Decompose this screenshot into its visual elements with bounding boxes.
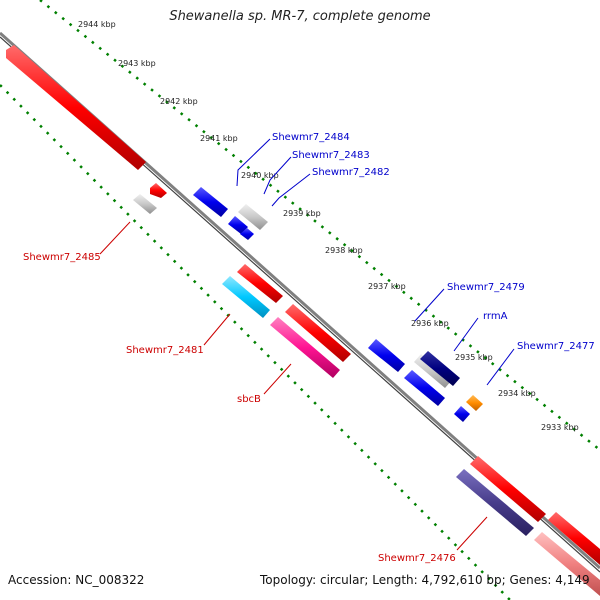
gene-small-red-1[interactable] — [150, 183, 167, 198]
gene-label-shewmr7-2485[interactable]: Shewmr7_2485 — [23, 252, 101, 263]
gene-red-mid[interactable] — [285, 304, 351, 362]
callout-line — [453, 317, 479, 352]
callout-line — [456, 516, 488, 551]
kbp-label: 2936 kbp — [411, 319, 449, 328]
gene-shewmr7-2476[interactable] — [456, 469, 534, 536]
map-title: Shewanella sp. MR-7, complete genome — [169, 9, 431, 24]
gene-label-shewmr7-2483[interactable]: Shewmr7_2483 — [292, 150, 370, 161]
gene-label-shewmr7-2476[interactable]: Shewmr7_2476 — [378, 553, 456, 564]
kbp-label: 2937 kbp — [368, 282, 406, 291]
gene-red-lower[interactable] — [470, 456, 546, 522]
gene-shewmr7-2477[interactable] — [466, 395, 483, 411]
callout-line — [486, 348, 515, 386]
kbp-label: 2939 kbp — [283, 209, 321, 218]
gene-shewmr7-2486[interactable] — [6, 45, 146, 170]
kbp-label: 2938 kbp — [325, 246, 363, 255]
gene-label-shewmr7-2481[interactable]: Shewmr7_2481 — [126, 345, 204, 356]
kbp-label: 2944 kbp — [78, 20, 116, 29]
genome-summary-text: Topology: circular; Length: 4,792,610 bp… — [260, 573, 590, 587]
gene-shewmr7-2482-arrow[interactable] — [240, 228, 254, 240]
gene-label-shewmr7-2479[interactable]: Shewmr7_2479 — [447, 282, 525, 293]
gene-shewmr7-2482[interactable] — [238, 204, 268, 230]
gene-label-rrmA[interactable]: rrmA — [483, 311, 508, 322]
callout-line — [263, 156, 292, 195]
gene-shewmr7-2481-red[interactable] — [237, 264, 283, 303]
gene-shewmr7-2484[interactable] — [193, 187, 228, 217]
gene-shewmr7-2483[interactable] — [228, 216, 248, 234]
gene-shewmr7-2481[interactable] — [222, 276, 270, 318]
gene-sbcB[interactable] — [270, 317, 340, 378]
gene-shewmr7-2485[interactable] — [133, 194, 157, 214]
accession-text: Accession: NC_008322 — [8, 573, 145, 587]
kbp-label: 2941 kbp — [200, 134, 238, 143]
callout-line — [414, 288, 445, 322]
gene-pink-edge[interactable] — [534, 532, 600, 596]
gene-blue-small[interactable] — [454, 406, 470, 422]
callout-line — [263, 363, 292, 395]
callout-line — [271, 173, 311, 207]
gene-label-shewmr7-2482[interactable]: Shewmr7_2482 — [312, 167, 390, 178]
kbp-label: 2942 kbp — [160, 97, 198, 106]
gene-label-sbcB[interactable]: sbcB — [237, 394, 261, 405]
callout-line — [203, 313, 231, 346]
gene-rrmA[interactable] — [404, 370, 445, 406]
gene-shewmr7-2479[interactable] — [420, 351, 460, 386]
kbp-label: 2935 kbp — [455, 353, 493, 362]
kbp-label: 2940 kbp — [241, 171, 279, 180]
gene-label-shewmr7-2477[interactable]: Shewmr7_2477 — [517, 341, 595, 352]
outer-tick-track — [39, 0, 600, 451]
gene-features — [6, 45, 600, 596]
gene-blue-mid[interactable] — [368, 339, 405, 372]
inner-tick-track — [0, 84, 511, 600]
kbp-label: 2943 kbp — [118, 59, 156, 68]
gene-red-edge[interactable] — [548, 512, 600, 565]
kbp-label: 2933 kbp — [541, 423, 579, 432]
gene-labels: Shewmr7_2484 Shewmr7_2483 Shewmr7_2482 S… — [23, 132, 595, 564]
callout-line — [236, 138, 271, 187]
kbp-ruler: 2944 kbp 2943 kbp 2942 kbp 2941 kbp 2940… — [78, 20, 579, 432]
kbp-label: 2934 kbp — [498, 389, 536, 398]
callout-lines — [99, 138, 515, 551]
gene-label-shewmr7-2484[interactable]: Shewmr7_2484 — [272, 132, 350, 143]
callout-line — [99, 221, 131, 255]
gene-shewmr7-2479-gray[interactable] — [414, 354, 452, 388]
